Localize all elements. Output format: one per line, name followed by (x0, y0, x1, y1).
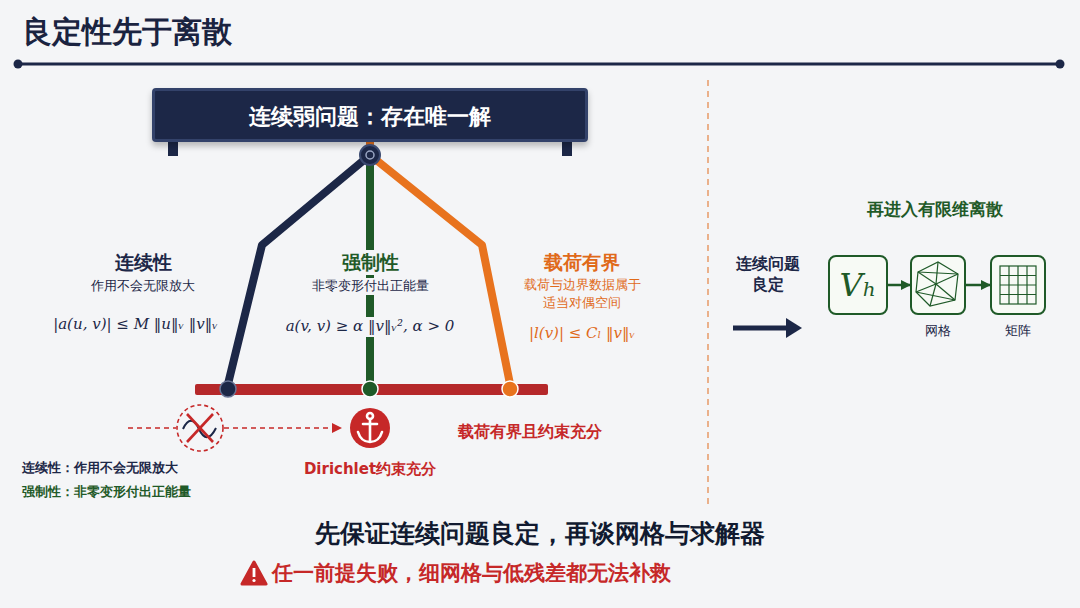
pillar-heading: 连续性 (43, 250, 243, 275)
wave-circle (177, 405, 223, 451)
support-beam: 载荷有界且约束充分 (195, 384, 548, 395)
legend-note: 强制性：非零变形付出正能量 (22, 484, 322, 501)
formula: |l(v)| ≤ Cₗ ‖v‖ᵥ (502, 324, 662, 344)
mesh-box: 网格 (910, 255, 966, 315)
matrix-symbol (1000, 266, 1036, 304)
page-title: 良定性先于离散 (22, 12, 232, 51)
formula: |a(u, v)| ≤ M ‖u‖ᵥ ‖v‖ᵥ (28, 315, 243, 335)
divider (707, 80, 709, 505)
arrow-label: 连续问题良定 (733, 254, 803, 296)
joint (220, 381, 236, 397)
dashed-arrow (224, 427, 334, 429)
node-text: 连续弱问题：存在唯一解 (155, 103, 585, 132)
flow-arrow (888, 284, 910, 287)
title-rule (18, 63, 1060, 66)
pillar-heading: 载荷有界 (512, 250, 652, 275)
cross (187, 414, 213, 442)
cross (187, 414, 213, 442)
joint (502, 381, 518, 397)
caption: 先保证连续问题良定，再谈网格与求解器 (140, 518, 940, 551)
flow-arrow-head (786, 318, 802, 338)
rule-dot (1056, 60, 1065, 69)
bar-foot (562, 140, 572, 156)
pivot-ring (366, 151, 374, 159)
warning-text: 任一前提失败，细网格与低残差都无法补救 (272, 560, 832, 587)
arrow-head (332, 423, 342, 433)
node-text: 矩阵 (970, 323, 1066, 340)
node-text: Dirichlet约束充分 (260, 460, 480, 480)
matrix-box: 矩阵 (990, 255, 1046, 315)
pillar-note: 载荷与边界数据属于适当对偶空间 (522, 276, 642, 312)
formula: a(v, v) ≥ α ‖v‖ᵥ², α > 0 (268, 317, 472, 337)
flow-arrow (966, 284, 990, 287)
space-box: Vₕ (828, 255, 888, 315)
warning-icon (242, 562, 266, 584)
node-text: 网格 (890, 323, 986, 340)
mesh-symbol (916, 262, 958, 306)
problem-bar: 连续弱问题：存在唯一解 (152, 88, 588, 142)
section-heading: 再进入有限维离散 (835, 198, 1035, 220)
node-text: 载荷有界且约束充分 (458, 422, 602, 443)
dashed-arrow (128, 427, 176, 429)
pillar-heading: 强制性 (300, 250, 440, 275)
pillar-note: 非零变形付出正能量 (285, 278, 455, 295)
anchor-circle: Dirichlet约束充分 (350, 408, 390, 448)
pillar-note: 作用不会无限放大 (43, 278, 243, 295)
rule-dot (14, 60, 23, 69)
joint (362, 381, 378, 397)
bar-foot (168, 140, 178, 156)
node-text: Vₕ (830, 265, 886, 307)
flow-arrow (733, 326, 790, 331)
anchor-symbol (358, 413, 382, 442)
pivot (360, 145, 380, 165)
legend-note: 连续性：作用不会无限放大 (22, 460, 322, 477)
